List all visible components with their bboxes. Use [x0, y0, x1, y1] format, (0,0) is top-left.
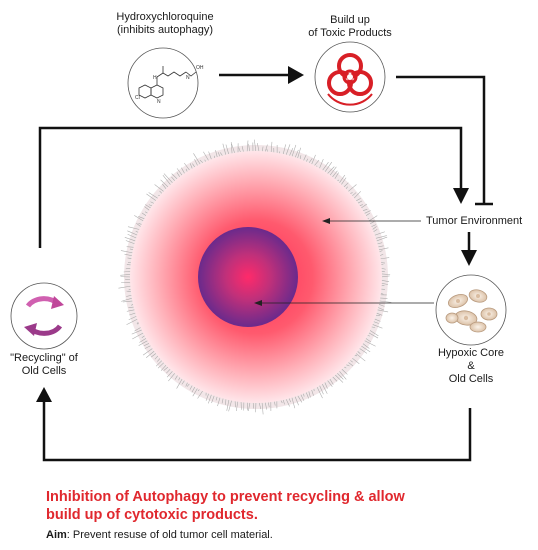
cells-icon: [435, 274, 507, 346]
hypoxic-label-line2: &: [467, 360, 475, 372]
svg-text:N: N: [186, 75, 190, 81]
recycle-arrows-icon: [10, 282, 78, 350]
hypoxic-core-pointer: [254, 300, 434, 306]
hypoxic-core-label: Hypoxic Core & Old Cells: [426, 347, 516, 386]
environment-to-hypoxic-arrow: [461, 232, 477, 266]
hypoxic-label-line1: Hypoxic Core: [437, 347, 505, 359]
toxic-inhibition-line: [396, 75, 493, 206]
chemical-structure-icon: Cl N H N OH: [127, 47, 204, 119]
svg-text:Cl: Cl: [135, 95, 140, 101]
hcq-label-line1: Hydroxychloroquine: [116, 11, 214, 23]
hcq-label: Hydroxychloroquine (inhibits autophagy): [100, 11, 230, 37]
aim-label: Aim: [46, 529, 67, 541]
toxic-label-line2: of Toxic Products: [308, 27, 392, 39]
hcq-to-toxic-arrow: [219, 66, 304, 84]
caption-line2: build up of cytotoxic products.: [46, 507, 258, 523]
tumor-environment-pointer: [322, 218, 421, 224]
toxic-label-line1: Build up: [330, 14, 370, 26]
aim-statement: Aim: Prevent resuse of old tumor cell ma…: [46, 529, 273, 542]
aim-text: : Prevent resuse of old tumor cell mater…: [66, 529, 273, 541]
svg-text:OH: OH: [196, 65, 204, 71]
hypoxic-core: [198, 227, 298, 327]
caption: Inhibition of Autophagy to prevent recyc…: [46, 488, 486, 524]
caption-line1: Inhibition of Autophagy to prevent recyc…: [46, 489, 405, 505]
recycling-label-line1: "Recycling" of: [10, 352, 78, 364]
recycling-label-line2: Old Cells: [21, 365, 67, 377]
recycling-label: "Recycling" of Old Cells: [2, 352, 86, 378]
svg-text:N: N: [157, 99, 161, 105]
toxic-products-label: Build up of Toxic Products: [290, 14, 410, 40]
hypoxic-label-line3: Old Cells: [448, 373, 494, 385]
hcq-label-line2: (inhibits autophagy): [116, 24, 213, 36]
hypoxic-to-recycling-arrow: [36, 387, 472, 462]
tumor-environment-label: Tumor Environment: [426, 215, 523, 227]
biohazard-icon: [314, 41, 386, 113]
recycling-to-environment-arrow: [38, 126, 469, 248]
svg-text:H: H: [153, 75, 157, 81]
